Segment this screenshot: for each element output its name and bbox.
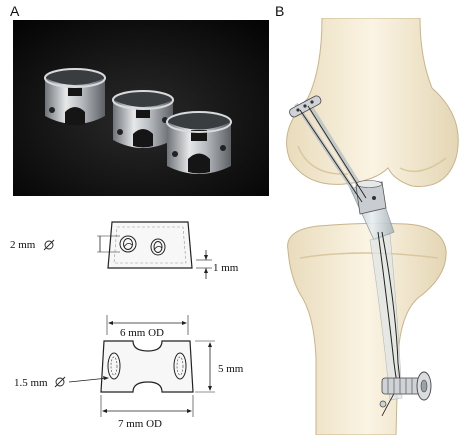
diameter-symbol-icon bbox=[43, 239, 55, 251]
wall-thickness-label: 1 mm bbox=[213, 262, 239, 274]
suture-hole-left bbox=[119, 235, 137, 253]
knee-illustration bbox=[286, 18, 459, 435]
suture-hole-right bbox=[150, 238, 166, 256]
implant-ring-3 bbox=[166, 111, 232, 174]
inner-diameter-label: 6 mm OD bbox=[120, 327, 164, 339]
femoral-button bbox=[289, 95, 322, 118]
outer-diameter-label: 7 mm OD bbox=[118, 418, 162, 430]
implant-schematic: 2 mm 1 mm 6 mm OD 5 mm bbox=[10, 221, 244, 430]
implant-photo bbox=[13, 20, 269, 196]
panel-a-label: A bbox=[10, 3, 20, 19]
hole-diameter-label: 2 mm bbox=[10, 239, 36, 251]
ring-implant bbox=[355, 180, 387, 215]
panel-b-label: B bbox=[275, 3, 285, 19]
implant-profile-view: 2 mm 1 mm bbox=[10, 221, 239, 279]
tibial-screw bbox=[379, 371, 432, 408]
implant-slot-view: 6 mm OD 5 mm 1.5 mm 7 mm OD bbox=[14, 315, 244, 430]
implant-ring-2 bbox=[112, 90, 174, 148]
height-label: 5 mm bbox=[218, 363, 244, 375]
slot-width-label: 1.5 mm bbox=[14, 377, 48, 389]
tibia bbox=[287, 222, 447, 435]
diameter-symbol-icon bbox=[54, 376, 66, 388]
implant-ring-1 bbox=[44, 68, 106, 126]
